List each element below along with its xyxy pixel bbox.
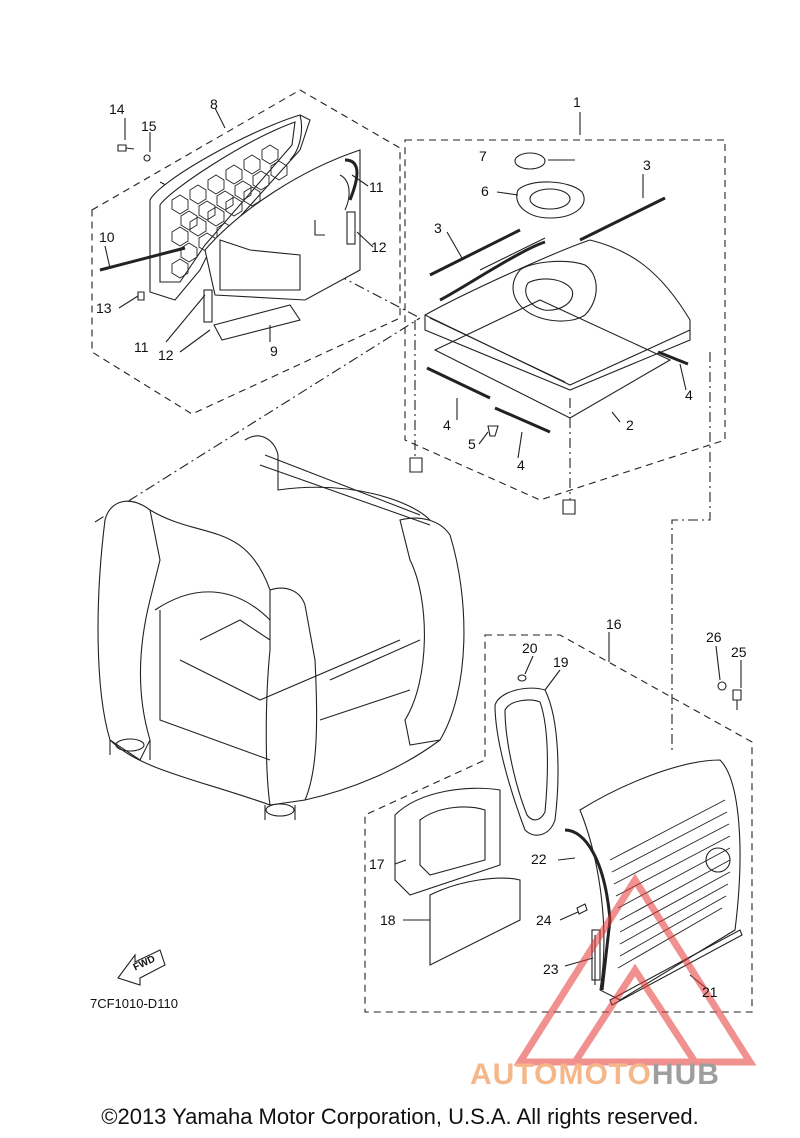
callout-11: 11 <box>134 339 149 355</box>
watermark-part2: HUB <box>651 1058 720 1091</box>
callout-26: 26 <box>706 629 722 645</box>
washer-15 <box>143 154 151 162</box>
fwd-arrow <box>117 949 166 986</box>
cap-7 <box>514 152 546 170</box>
callout-17: 17 <box>369 856 385 872</box>
callout-8: 8 <box>210 96 218 112</box>
grommet-b <box>562 499 576 515</box>
grommet-a <box>409 457 423 473</box>
side-panel-8 <box>149 114 311 301</box>
callout-15: 15 <box>141 118 157 134</box>
group-box-1 <box>404 139 726 501</box>
front-panel-21 <box>579 759 743 1006</box>
clip-5 <box>487 425 499 437</box>
callout-9: 9 <box>270 343 278 359</box>
bolt-25 <box>732 689 742 710</box>
callout-18: 18 <box>380 912 396 928</box>
callout-7: 7 <box>479 148 487 164</box>
strip-3-right <box>579 196 666 242</box>
strip-10 <box>99 246 186 272</box>
callout-25: 25 <box>731 644 747 660</box>
callout-22: 22 <box>531 851 547 867</box>
clip-13 <box>137 291 145 301</box>
seal-23-pad <box>591 929 601 981</box>
cap-6-inner <box>529 188 571 210</box>
watermark-part1: AUTOMOTO <box>470 1058 652 1091</box>
callout-21: 21 <box>702 984 718 1000</box>
gasket-19 <box>494 687 559 836</box>
callout-6: 6 <box>481 183 489 199</box>
callout-3: 3 <box>643 157 651 173</box>
callout-5: 5 <box>468 436 476 452</box>
watermark-text: AUTOMOTOHUB <box>470 1058 720 1092</box>
callout-4: 4 <box>517 457 525 473</box>
callout-10: 10 <box>99 229 115 245</box>
watermark-triangle <box>513 873 757 1066</box>
callout-12: 12 <box>371 239 387 255</box>
strip-4-b <box>494 406 551 434</box>
washer-26 <box>717 681 727 691</box>
foam-17 <box>394 787 501 896</box>
clip-24 <box>576 903 588 915</box>
callout-16: 16 <box>606 616 622 632</box>
group-box-16 <box>364 634 753 1013</box>
strip-3-left <box>429 228 521 277</box>
callout-3: 3 <box>434 220 442 236</box>
foam-18 <box>429 877 521 966</box>
callout-1: 1 <box>573 94 581 110</box>
strip-4-c <box>657 350 689 366</box>
callout-2: 2 <box>626 417 634 433</box>
callout-19: 19 <box>553 654 569 670</box>
callout-12: 12 <box>158 347 174 363</box>
cap-6-ring <box>516 181 585 219</box>
callout-4: 4 <box>443 417 451 433</box>
top-cover-1 <box>424 237 691 391</box>
seal-2 <box>433 299 672 419</box>
diagram-code: 7CF1010-D110 <box>90 996 178 1011</box>
panel-liner-11-12-9 <box>203 149 361 341</box>
callout-13: 13 <box>96 300 112 316</box>
callout-11: 11 <box>369 179 384 195</box>
copyright-notice: ©2013 Yamaha Motor Corporation, U.S.A. A… <box>101 1104 699 1129</box>
callout-20: 20 <box>522 640 538 656</box>
callout-14: 14 <box>109 101 125 117</box>
bolt-14 <box>117 144 135 152</box>
strip-4-a <box>426 366 491 400</box>
callout-24: 24 <box>536 912 552 928</box>
washer-20 <box>517 674 527 682</box>
callout-4: 4 <box>685 387 693 403</box>
callout-23: 23 <box>543 961 559 977</box>
group-box-8 <box>91 89 401 415</box>
frame <box>97 435 465 820</box>
